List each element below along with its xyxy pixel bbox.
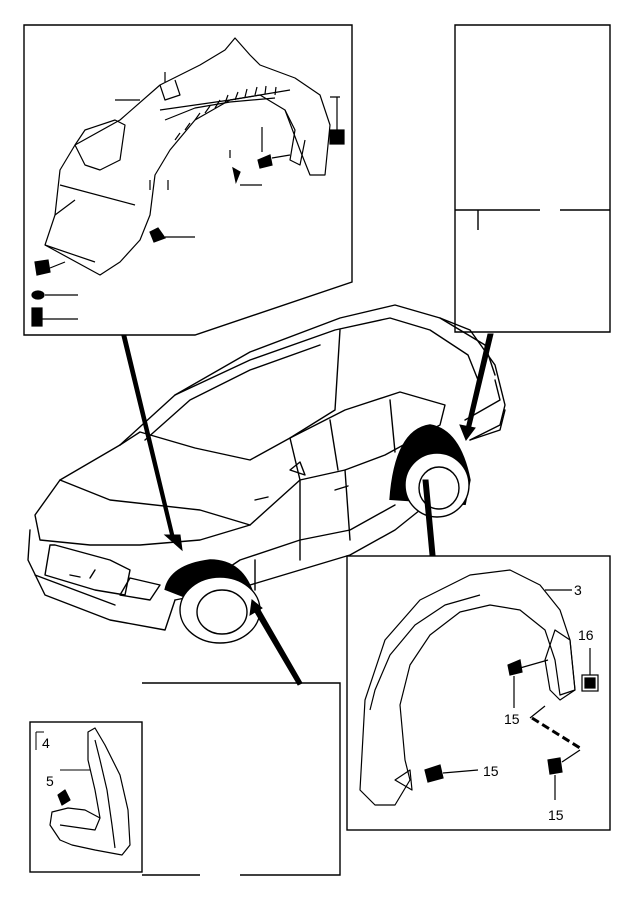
screw-icon [424,659,581,800]
rear-wheel-icon [389,424,471,518]
callout-16: 16 [578,627,594,643]
rear-wheel-liner-icon [359,569,576,806]
callout-15-c: 15 [548,807,564,823]
screw-icon [31,72,291,327]
clip-nut-icon [581,648,599,692]
callout-4: 4 [42,735,50,751]
callout-3: 3 [574,582,582,598]
callout-15-b: 15 [483,763,499,779]
clip-nut-icon [329,96,345,145]
front-wheel-icon [164,559,261,644]
rear-empty-detail-box [454,24,611,333]
front-liner-detail-box [23,24,353,336]
callout-15-a: 15 [504,711,520,727]
mud-flap-icon [49,727,131,856]
callout-leaders [35,731,90,771]
mud-flap-empty-detail-box [142,682,341,876]
pointer-arrow-icon [121,333,494,686]
car-outline-icon [27,304,506,631]
front-wheel-liner-icon [44,37,331,276]
callout-5: 5 [46,773,54,789]
